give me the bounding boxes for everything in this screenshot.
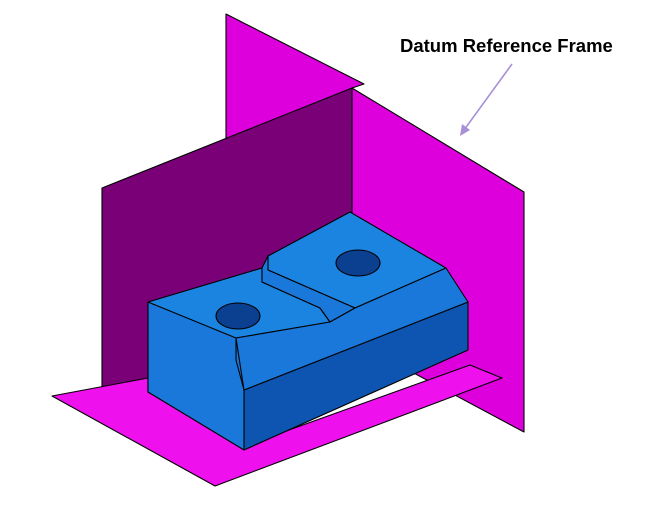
part-hole-left	[215, 302, 261, 330]
callout-arrow-line	[463, 63, 513, 131]
datum-reference-frame-label: Datum Reference Frame	[400, 35, 613, 56]
callout-arrow-head	[460, 124, 470, 136]
part-chamfer-right	[235, 267, 469, 391]
part-hole-right	[335, 249, 381, 277]
